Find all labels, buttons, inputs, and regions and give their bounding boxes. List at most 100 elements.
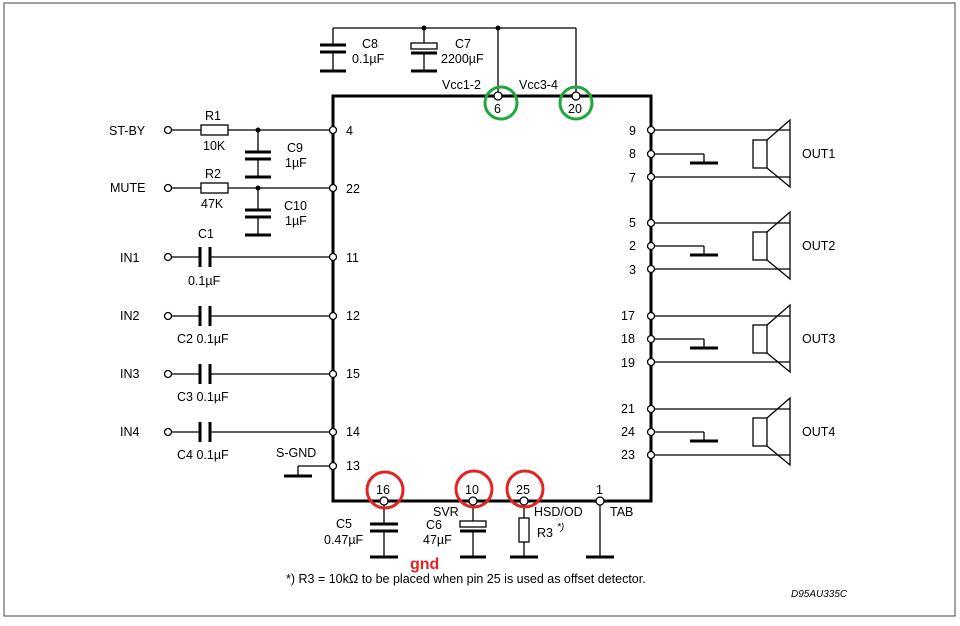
gnd-annotation: gnd (410, 556, 439, 573)
pin-2-number: 2 (629, 239, 636, 253)
pin-16-terminal (379, 496, 389, 506)
pin-15-number: 15 (346, 367, 360, 381)
c3-label: C3 0.1µF (177, 390, 229, 404)
pin-12-number: 12 (346, 309, 360, 323)
pin-20-number: 20 (568, 102, 582, 116)
pin-19-terminal (646, 357, 656, 367)
r1-name: R1 (205, 109, 221, 123)
pin-24-terminal (646, 427, 656, 437)
pin-22-number: 22 (346, 182, 360, 196)
pin-5-number: 5 (629, 216, 636, 230)
ic-body (331, 94, 653, 503)
footnote: *) R3 = 10kΩ to be placed when pin 25 is… (286, 572, 646, 586)
r2-name: R2 (205, 167, 221, 181)
in2-terminal (163, 311, 173, 321)
c5-name: C5 (336, 517, 352, 531)
out2-label: OUT2 (802, 239, 835, 253)
pin-7-terminal (646, 172, 656, 182)
st-by-label: ST-BY (109, 124, 146, 138)
c2-label: C2 0.1µF (177, 332, 229, 346)
standby-network (172, 124, 333, 179)
pin-25-terminal (519, 496, 529, 506)
drawing-code: D95AU335C (791, 589, 848, 600)
junction-dot (255, 127, 261, 133)
pin-3-terminal (646, 264, 656, 274)
pin-24-number: 24 (621, 425, 635, 439)
c9-value: 1µF (285, 156, 307, 170)
vcc12-label: Vcc1-2 (442, 78, 481, 92)
pin-9-terminal (646, 125, 656, 135)
mute-terminal (163, 183, 173, 193)
pin-7-number: 7 (629, 171, 636, 185)
tab-label: TAB (610, 505, 633, 519)
c6-name: C6 (426, 518, 442, 532)
pin-4-terminal (328, 125, 338, 135)
pin-15-terminal (328, 369, 338, 379)
c7-name: C7 (455, 37, 471, 51)
c7-value: 2200µF (441, 52, 484, 66)
out1-label: OUT1 (802, 147, 835, 161)
pin-22-terminal (328, 183, 338, 193)
c8-value: 0.1µF (352, 52, 385, 66)
mute-network (172, 182, 333, 237)
junction-dot (495, 25, 501, 31)
out3-label: OUT3 (802, 332, 835, 346)
pin-25-number: 25 (516, 483, 530, 497)
pin-14-number: 14 (346, 425, 360, 439)
pin-10-number: 10 (465, 483, 479, 497)
pin-8-terminal (646, 149, 656, 159)
mute-label: MUTE (110, 181, 145, 195)
pin-23-terminal (646, 450, 656, 460)
c6-value: 47µF (423, 533, 452, 547)
c10-name: C10 (284, 199, 307, 213)
pin-11-terminal (328, 252, 338, 262)
pin-6-terminal (493, 91, 503, 101)
pin-18-terminal (646, 334, 656, 344)
pin-4-number: 4 (346, 124, 353, 138)
pin-17-terminal (646, 311, 656, 321)
pin-16-number: 16 (376, 483, 390, 497)
st-by-terminal (163, 125, 173, 135)
in4-label: IN4 (120, 425, 140, 439)
pin-13-terminal (328, 461, 338, 471)
pin-1-number: 1 (596, 483, 603, 497)
c1-name: C1 (198, 227, 214, 241)
pin-21-terminal (646, 404, 656, 414)
c5-value: 0.47µF (324, 533, 364, 547)
out4-label: OUT4 (802, 425, 835, 439)
svr-label: SVR (433, 505, 459, 519)
pin-1-terminal (595, 496, 605, 506)
pin-19-number: 19 (621, 356, 635, 370)
pin-3-number: 3 (629, 263, 636, 277)
r2-value: 47K (201, 197, 224, 211)
pin-12-terminal (328, 311, 338, 321)
pin-14-terminal (328, 427, 338, 437)
junction-dot (255, 185, 261, 191)
s-gnd-label: S-GND (276, 446, 316, 460)
c1-value: 0.1µF (188, 274, 221, 288)
red-highlight-pin-16 (365, 470, 405, 510)
in2-label: IN2 (120, 309, 140, 323)
green-highlight-pin-6 (483, 85, 519, 121)
output-network (651, 118, 791, 467)
pin-6-number: 6 (494, 102, 501, 116)
green-highlight-pin-20 (558, 85, 594, 121)
r3-name: R3 (537, 526, 553, 540)
supply-network (320, 27, 577, 96)
in3-label: IN3 (120, 367, 140, 381)
pin-11-number: 11 (346, 251, 359, 265)
pin-9-number: 9 (629, 124, 636, 138)
in1-label: IN1 (120, 251, 140, 265)
pin-20-terminal (571, 91, 581, 101)
pin-17-number: 17 (621, 309, 635, 323)
vcc34-label: Vcc3-4 (519, 78, 558, 92)
c8-name: C8 (362, 37, 378, 51)
hsd-od-label: HSD/OD (534, 505, 583, 519)
red-highlight-pin-10 (454, 469, 494, 509)
input-network (172, 247, 333, 478)
r3-mark: *) (557, 522, 564, 533)
pin-21-number: 21 (621, 402, 635, 416)
r1-value: 10K (203, 139, 226, 153)
